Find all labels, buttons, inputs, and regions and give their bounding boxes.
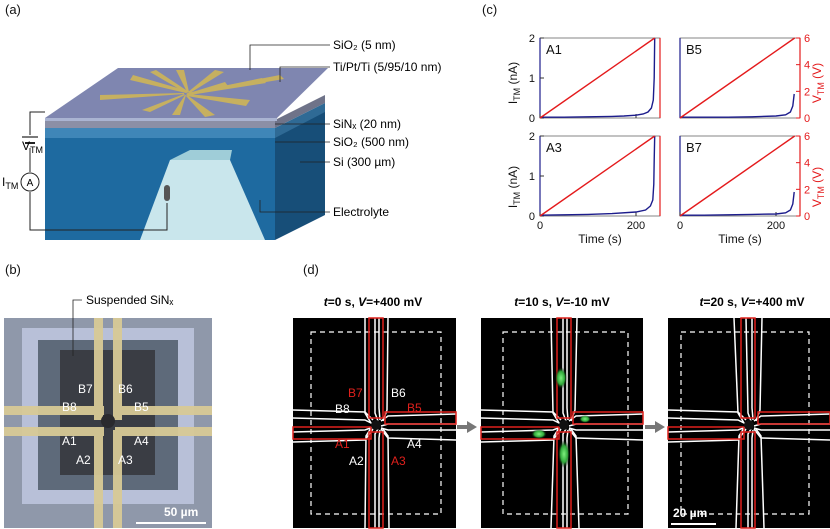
device-schematic: VTM ITM A SiO₂ (5 nm) Ti/Pt/Ti (5/95/10 …	[2, 38, 441, 240]
panel-label-a: (a)	[5, 2, 21, 17]
callout-leader	[72, 299, 82, 356]
y2tick-label-1-0: 0	[804, 113, 810, 125]
itm-label: ITM	[2, 175, 18, 191]
panel-label-c: (c)	[482, 2, 498, 17]
scalebar-d-label: 20 µm	[673, 506, 707, 520]
si-substrate-side	[275, 110, 325, 240]
y2tick-label-1-4: 4	[804, 60, 810, 72]
label-a3: A3	[118, 453, 133, 467]
series-2-0	[539, 135, 656, 216]
series-0-1	[539, 37, 656, 119]
layer-label-ti-pt-ti: Ti/Pt/Ti (5/95/10 nm)	[333, 60, 441, 74]
frame1-title: t=0 s, V=+400 mV	[324, 295, 422, 309]
ytick-label-0-0: 0	[529, 113, 535, 125]
sem-image: Suspended SiNₓ B7 B6 B8 B5 A1 A4 A2 A3 5…	[4, 293, 212, 528]
series-3-1	[679, 135, 796, 217]
f1-label-b5: B5	[407, 401, 422, 415]
f1-label-b6: B6	[391, 386, 406, 400]
circuit-wires	[29, 111, 168, 231]
xlabel-2: Time (s)	[578, 232, 622, 246]
ytick-label-0-2: 2	[529, 33, 535, 45]
label-b8: B8	[62, 400, 77, 414]
frame-1: B7 B6 B8 B5 A1 A4 A2 A3	[292, 317, 457, 529]
arrow-1	[457, 421, 477, 433]
label-a2: A2	[76, 453, 91, 467]
f1-label-a1: A1	[335, 437, 350, 451]
xtick-label-2-0: 0	[537, 220, 543, 232]
series-3-0	[680, 191, 795, 216]
ytick-label-2-0: 0	[529, 211, 535, 223]
vtm-label: VTM	[22, 139, 43, 155]
ytick-label-0-1: 1	[529, 73, 535, 85]
f1-label-b8: B8	[335, 402, 350, 416]
series-0-0	[540, 37, 656, 118]
fluorescence-sequence: t=0 s, V=+400 mV t=10 s, V=-10 mV t=20 s…	[292, 295, 830, 529]
frame-2	[480, 317, 644, 529]
y2tick-label-3-0: 0	[804, 211, 810, 223]
ammeter-letter: A	[27, 178, 34, 189]
sinx-layer	[45, 120, 275, 128]
left-ylabel-bottom: ITM (nA)	[506, 166, 522, 208]
y2tick-label-3-4: 4	[804, 158, 810, 170]
f1-label-a4: A4	[407, 437, 422, 451]
ytick-label-2-2: 2	[529, 131, 535, 143]
sem-electrodes	[4, 318, 212, 528]
series-1-0	[680, 93, 795, 118]
xtick-label-3-0: 0	[677, 220, 683, 232]
suspended-sinx-label: Suspended SiNₓ	[86, 293, 173, 307]
y2tick-label-1-6: 6	[804, 33, 810, 45]
label-a1: A1	[62, 434, 77, 448]
right-ylabel-top: VTM (V)	[810, 63, 826, 103]
chart-title-3: B7	[686, 140, 702, 155]
y2tick-label-1-2: 2	[804, 86, 810, 98]
top-surface	[45, 68, 328, 118]
label-b5: B5	[134, 400, 149, 414]
y2tick-label-3-6: 6	[804, 131, 810, 143]
right-ylabel-bottom: VTM (V)	[810, 167, 826, 207]
sio2-500nm-layer	[45, 128, 275, 138]
label-b6: B6	[118, 382, 133, 396]
leader-lines	[249, 44, 330, 213]
series-1-1	[679, 37, 796, 119]
electrolyte-cavity	[140, 160, 265, 240]
frame2-title: t=10 s, V=-10 mV	[514, 295, 609, 309]
f1-label-a3: A3	[391, 454, 406, 468]
xlabel-3: Time (s)	[718, 232, 762, 246]
panel-label-d: (d)	[303, 262, 319, 277]
arrow-2	[645, 421, 665, 433]
layer-label-sio2-500nm: SiO₂ (500 nm)	[333, 135, 409, 149]
left-ylabel-top: ITM (nA)	[506, 62, 522, 104]
xtick-label-2-200: 200	[627, 220, 645, 232]
xtick-label-3-200: 200	[767, 220, 785, 232]
panel-label-b: (b)	[5, 262, 21, 277]
frame3-title: t=20 s, V=+400 mV	[699, 295, 804, 309]
layer-label-si: Si (300 µm)	[333, 155, 395, 169]
scalebar-b-label: 50 µm	[164, 505, 198, 519]
chart-title-0: A1	[546, 42, 562, 57]
layer-label-sio2-5nm: SiO₂ (5 nm)	[333, 38, 396, 52]
label-b7: B7	[78, 382, 93, 396]
y2tick-label-3-2: 2	[804, 184, 810, 196]
series-2-1	[539, 135, 656, 217]
chart-title-2: A3	[546, 140, 562, 155]
layer-label-electrolyte: Electrolyte	[333, 205, 389, 219]
label-a4: A4	[134, 434, 149, 448]
electrode-fan	[100, 70, 284, 117]
layer-label-sinx: SiNₓ (20 nm)	[333, 117, 401, 131]
f1-label-b7: B7	[348, 386, 363, 400]
chart-title-1: B5	[686, 42, 702, 57]
ytick-label-2-1: 1	[529, 171, 535, 183]
ammeter-symbol	[20, 172, 40, 192]
f1-label-a2: A2	[349, 454, 364, 468]
electrode-probe	[164, 185, 170, 201]
frame-3	[667, 317, 830, 529]
